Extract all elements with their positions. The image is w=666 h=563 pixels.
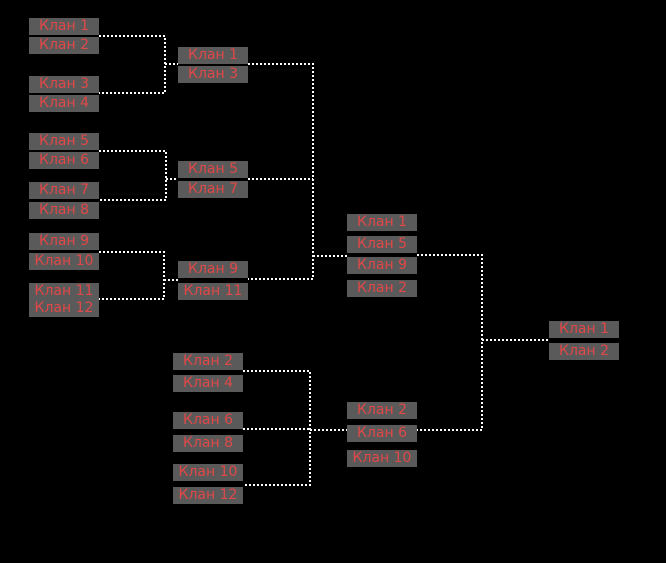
semi-lower-clan-10[interactable]: Клан 10 xyxy=(347,450,417,467)
r1-clan-10[interactable]: Клан 10 xyxy=(29,253,99,270)
r2-clan-11[interactable]: Клан 11 xyxy=(178,283,248,300)
r1-clan-9[interactable]: Клан 9 xyxy=(29,233,99,250)
semi-upper-clan-2[interactable]: Клан 2 xyxy=(347,280,417,297)
lower-clan-2[interactable]: Клан 2 xyxy=(173,353,243,370)
r1-clan-4[interactable]: Клан 4 xyxy=(29,95,99,112)
r1-clan-2[interactable]: Клан 2 xyxy=(29,37,99,54)
semi-lower-clan-6[interactable]: Клан 6 xyxy=(347,425,417,442)
r1-clan-1[interactable]: Клан 1 xyxy=(29,18,99,35)
semi-upper-clan-5[interactable]: Клан 5 xyxy=(347,236,417,253)
r2-clan-9[interactable]: Клан 9 xyxy=(178,261,248,278)
r1-clan-7[interactable]: Клан 7 xyxy=(29,182,99,199)
final-clan-2[interactable]: Клан 2 xyxy=(549,343,619,360)
r2-clan-5[interactable]: Клан 5 xyxy=(178,161,248,178)
semi-lower-clan-2[interactable]: Клан 2 xyxy=(347,402,417,419)
connector-r1-pair3 xyxy=(99,251,165,300)
r1-clan-3[interactable]: Клан 3 xyxy=(29,76,99,93)
r1-clan-5[interactable]: Клан 5 xyxy=(29,133,99,150)
connector-lower-to-semi xyxy=(243,370,311,486)
r1-clan-11[interactable]: Клан 11 xyxy=(29,283,99,300)
semi-upper-clan-1[interactable]: Клан 1 xyxy=(347,214,417,231)
connector-r2-to-semi xyxy=(248,63,314,280)
r2-clan-1[interactable]: Клан 1 xyxy=(178,47,248,64)
lower-clan-6[interactable]: Клан 6 xyxy=(173,412,243,429)
lower-clan-10[interactable]: Клан 10 xyxy=(173,464,243,481)
lower-clan-12[interactable]: Клан 12 xyxy=(173,487,243,504)
final-clan-1[interactable]: Клан 1 xyxy=(549,321,619,338)
lower-clan-4[interactable]: Клан 4 xyxy=(173,375,243,392)
connector-semis-to-final xyxy=(417,254,483,431)
semi-upper-clan-9[interactable]: Клан 9 xyxy=(347,257,417,274)
r1-clan-12[interactable]: Клан 12 xyxy=(29,300,99,317)
lower-clan-8[interactable]: Клан 8 xyxy=(173,435,243,452)
r1-clan-6[interactable]: Клан 6 xyxy=(29,152,99,169)
r2-clan-7[interactable]: Клан 7 xyxy=(178,181,248,198)
connector-r1-pair1 xyxy=(99,35,166,94)
r1-clan-8[interactable]: Клан 8 xyxy=(29,202,99,219)
r2-clan-3[interactable]: Клан 3 xyxy=(178,66,248,83)
connector-r1-pair2 xyxy=(99,150,167,201)
